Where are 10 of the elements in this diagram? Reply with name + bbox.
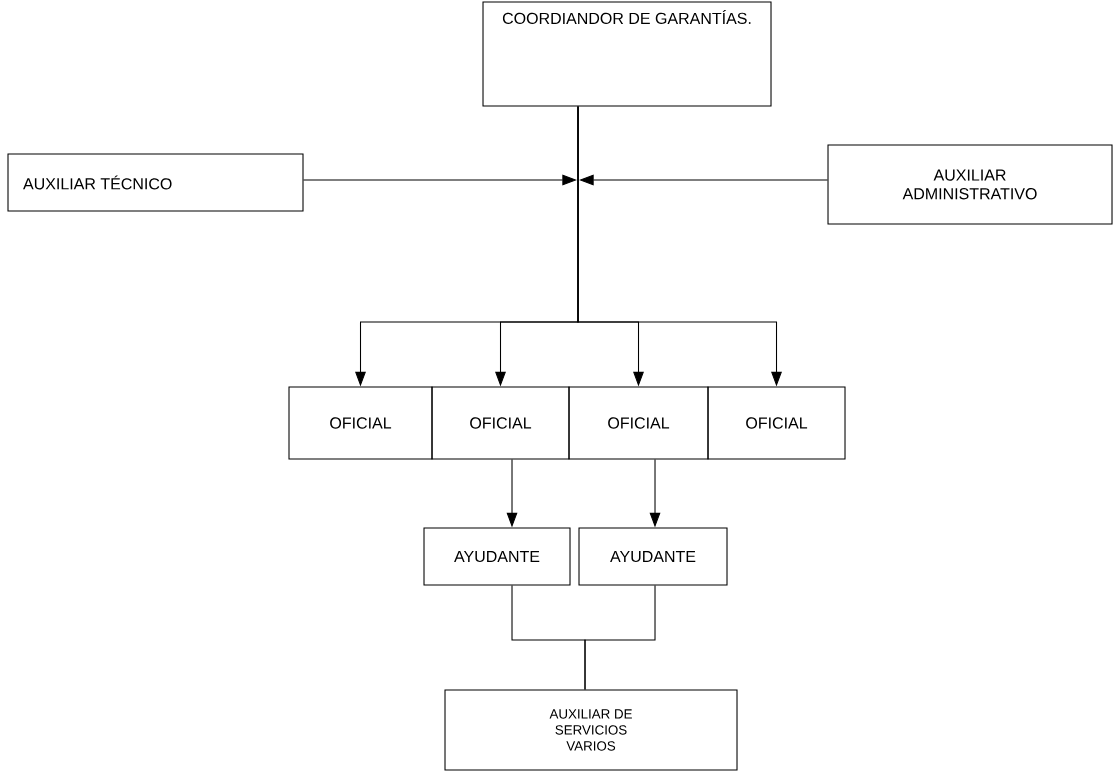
org-box: AUXILIAR DE SERVICIOS VARIOS bbox=[444, 689, 738, 771]
org-box: OFICIAL bbox=[431, 386, 570, 460]
org-box: OFICIAL bbox=[568, 386, 709, 460]
org-box: AUXILIAR TÉCNICO bbox=[7, 153, 304, 212]
org-box: AYUDANTE bbox=[578, 527, 728, 586]
org-box: OFICIAL bbox=[288, 386, 433, 460]
org-box: AYUDANTE bbox=[423, 527, 571, 586]
org-box: OFICIAL bbox=[707, 386, 846, 460]
org-box: COORDIANDOR DE GARANTÍAS. bbox=[482, 1, 772, 107]
org-box: AUXILIAR ADMINISTRATIVO bbox=[827, 144, 1113, 225]
